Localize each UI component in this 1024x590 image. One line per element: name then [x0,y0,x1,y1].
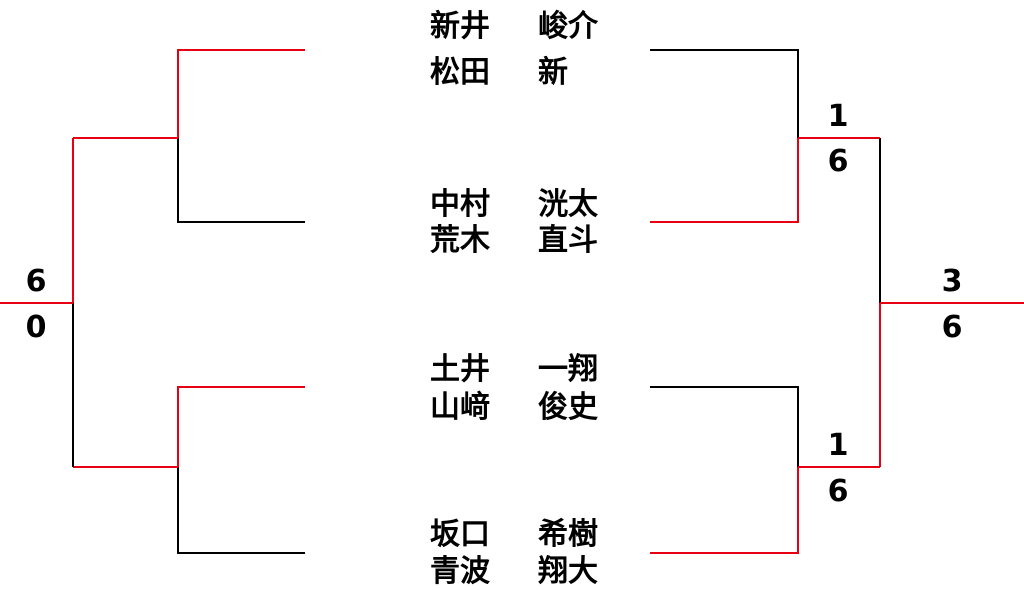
player-surname: 新井 [430,9,490,44]
player-given-name: 一翔 [538,352,598,387]
left-line-pair1 [177,49,305,138]
player-surname: 青波 [430,554,490,589]
player-surname: 中村 [430,187,490,222]
right-line-pair4 [650,467,799,554]
right-line-pair3 [650,386,799,467]
score-right-final-top: 3 [941,264,963,299]
player-surname: 松田 [430,55,490,90]
player-given-name: 洸太 [538,187,598,222]
left-line-pair4 [177,467,305,554]
player-given-name: 希樹 [538,517,598,552]
player-surname: 土井 [430,352,490,387]
right-line-pair2 [650,138,799,223]
score-right-final-bottom: 6 [941,310,963,345]
player-surname: 坂口 [430,517,490,552]
score-right-semi-bottom-bottom: 6 [827,474,849,509]
score-left-final-top: 6 [25,264,47,299]
player-given-name: 新 [538,55,568,90]
score-right-semi-top-top: 1 [827,99,849,134]
score-right-semi-top-bottom: 6 [827,144,849,179]
score-left-final-bottom: 0 [25,310,47,345]
player-surname: 荒木 [430,223,490,258]
player-given-name: 俊史 [538,390,598,425]
score-right-semi-bottom-top: 1 [827,428,849,463]
right-line-pair1 [650,49,799,138]
player-given-name: 直斗 [538,223,598,258]
player-given-name: 翔大 [538,554,598,589]
player-given-name: 峻介 [538,9,598,44]
left-line-pair3 [177,386,305,467]
player-surname: 山﨑 [430,390,490,425]
left-line-pair2 [177,138,305,223]
